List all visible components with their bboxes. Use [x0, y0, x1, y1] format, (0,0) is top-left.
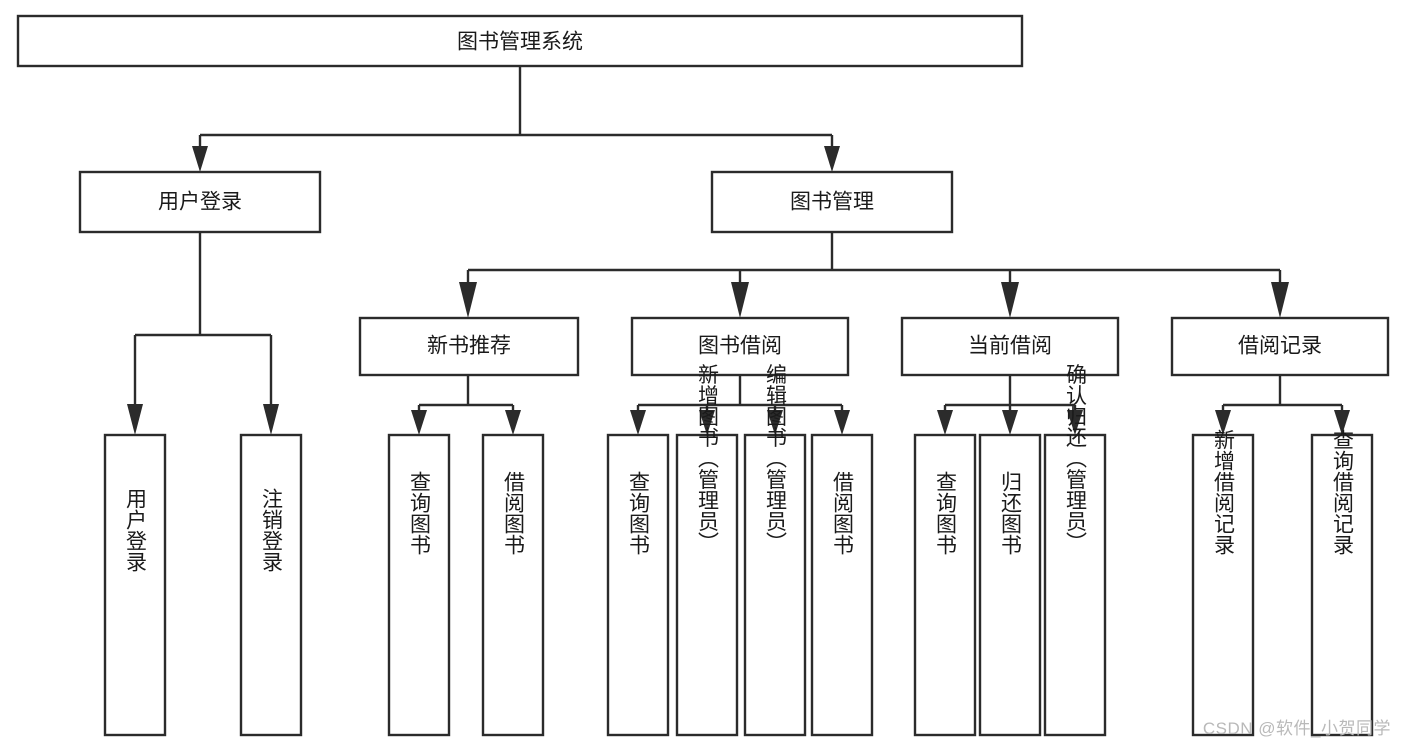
node-leaf-confirm-return-box[interactable] — [1043, 433, 1107, 737]
node-leaf-query-book-3-label: 查询图书 — [934, 471, 958, 555]
node-leaf-edit-book[interactable]: 编辑图书（管理员） — [743, 364, 807, 737]
arrow-head-icon — [767, 410, 783, 435]
node-leaf-query-book-2-box[interactable] — [606, 433, 670, 737]
node-leaf-user-login[interactable]: 用户登录 — [103, 433, 167, 737]
node-leaf-add-record[interactable]: 新增借阅记录 — [1191, 429, 1255, 737]
node-leaf-query-book-2-label: 查询图书 — [627, 471, 651, 555]
node-leaf-query-record-label: 查询借阅记录 — [1331, 429, 1355, 555]
node-leaf-borrow-book-2[interactable]: 借阅图书 — [810, 433, 874, 737]
node-leaf-query-book-2[interactable]: 查询图书 — [606, 433, 670, 737]
connector-newbook-to-leaves — [411, 375, 521, 435]
node-current-borrow[interactable]: 当前借阅 — [900, 316, 1120, 377]
node-book-borrow-box[interactable] — [630, 316, 850, 377]
node-leaf-borrow-book-1-box[interactable] — [481, 433, 545, 737]
arrow-head-icon — [699, 410, 715, 435]
node-current-borrow-label: 当前借阅 — [968, 335, 1052, 358]
node-root-label: 图书管理系统 — [457, 31, 583, 54]
node-leaf-query-record-box[interactable] — [1310, 433, 1374, 737]
arrow-head-icon — [630, 410, 646, 435]
arrow-head-icon — [192, 146, 208, 172]
arrow-head-icon — [263, 404, 279, 435]
node-new-book-recommend-label: 新书推荐 — [427, 335, 511, 358]
node-leaf-add-book[interactable]: 新增图书（管理员） — [675, 364, 739, 737]
node-leaf-borrow-book-2-label: 借阅图书 — [831, 471, 855, 555]
node-root-box[interactable] — [16, 14, 1024, 68]
node-leaf-query-book-1-label: 查询图书 — [408, 471, 432, 555]
node-leaf-add-record-label: 新增借阅记录 — [1212, 429, 1236, 555]
node-new-book-recommend-box[interactable] — [358, 316, 580, 377]
connector-userlogin-to-leaves — [127, 232, 279, 435]
node-user-login-box[interactable] — [78, 170, 322, 234]
node-leaf-borrow-book-1[interactable]: 借阅图书 — [481, 433, 545, 737]
node-current-borrow-box[interactable] — [900, 316, 1120, 377]
node-borrow-record-box[interactable] — [1170, 316, 1390, 377]
arrow-head-icon — [1215, 410, 1231, 435]
arrow-head-icon — [505, 410, 521, 435]
arrow-head-icon — [411, 410, 427, 435]
node-leaf-add-record-box[interactable] — [1191, 433, 1255, 737]
node-new-book-recommend[interactable]: 新书推荐 — [358, 316, 580, 377]
connector-borrowrecord-to-leaves — [1215, 375, 1350, 435]
arrow-head-icon — [824, 146, 840, 172]
arrow-head-icon — [1002, 410, 1018, 435]
arrow-head-icon — [459, 282, 477, 318]
node-leaf-edit-book-box[interactable] — [743, 433, 807, 737]
node-borrow-record-label: 借阅记录 — [1238, 335, 1322, 358]
node-leaf-query-book-1-box[interactable] — [387, 433, 451, 737]
node-leaf-query-book-3[interactable]: 查询图书 — [913, 433, 977, 737]
node-leaf-logout[interactable]: 注销登录 — [239, 433, 303, 737]
node-leaf-logout-label: 注销登录 — [260, 488, 284, 572]
node-book-management-box[interactable] — [710, 170, 954, 234]
arrow-head-icon — [127, 404, 143, 435]
arrow-head-icon — [731, 282, 749, 318]
node-leaf-return-book-label: 归还图书 — [999, 471, 1023, 555]
arrow-head-icon — [1067, 410, 1083, 435]
node-leaf-logout-box[interactable] — [239, 433, 303, 737]
node-leaf-borrow-book-1-label: 借阅图书 — [502, 471, 526, 555]
connector-root-to-level1 — [192, 67, 840, 172]
node-leaf-edit-book-label: 编辑图书（管理员） — [764, 364, 788, 553]
arrow-head-icon — [834, 410, 850, 435]
node-leaf-return-book[interactable]: 归还图书 — [978, 433, 1042, 737]
node-user-login-label: 用户登录 — [158, 191, 242, 214]
arrow-head-icon — [937, 410, 953, 435]
arrow-head-icon — [1334, 410, 1350, 435]
arrow-head-icon — [1271, 282, 1289, 318]
node-leaf-query-book-3-box[interactable] — [913, 433, 977, 737]
node-leaf-return-book-box[interactable] — [978, 433, 1042, 737]
node-root[interactable]: 图书管理系统 — [16, 14, 1024, 68]
node-leaf-add-book-box[interactable] — [675, 433, 739, 737]
node-book-management[interactable]: 图书管理 — [710, 170, 954, 234]
node-book-borrow[interactable]: 图书借阅 — [630, 316, 850, 377]
connector-bookmgmt-to-level2 — [459, 232, 1289, 318]
connector-bookborrow-to-leaves — [630, 375, 850, 435]
node-book-management-label: 图书管理 — [790, 191, 874, 214]
node-leaf-confirm-return-label: 确认归还（管理员） — [1064, 364, 1088, 553]
arrow-head-icon — [1001, 282, 1019, 318]
node-book-borrow-label: 图书借阅 — [698, 335, 782, 358]
node-leaf-query-book-1[interactable]: 查询图书 — [387, 433, 451, 737]
watermark-text: CSDN @软件_小贺同学 — [1202, 719, 1391, 738]
node-leaf-user-login-label: 用户登录 — [124, 488, 148, 572]
node-leaf-user-login-box[interactable] — [103, 433, 167, 737]
node-borrow-record[interactable]: 借阅记录 — [1170, 316, 1390, 377]
connector-currentborrow-to-leaves — [937, 375, 1083, 435]
node-leaf-borrow-book-2-box[interactable] — [810, 433, 874, 737]
node-leaf-query-record[interactable]: 查询借阅记录 — [1310, 429, 1374, 737]
node-user-login[interactable]: 用户登录 — [78, 170, 322, 234]
node-leaf-confirm-return[interactable]: 确认归还（管理员） — [1043, 364, 1107, 737]
node-leaf-add-book-label: 新增图书（管理员） — [696, 364, 720, 553]
